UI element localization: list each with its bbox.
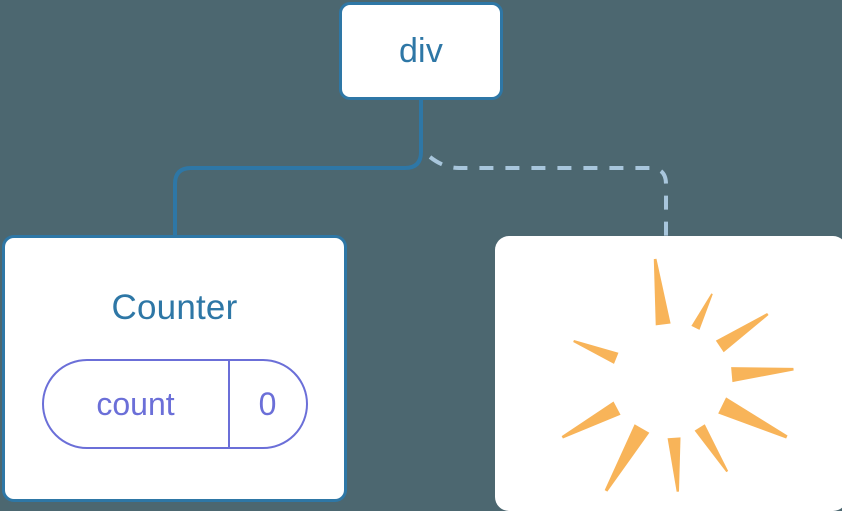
burst-ray-9: [561, 401, 621, 439]
burst-ray-3: [715, 312, 769, 353]
node-div-label: div: [398, 32, 444, 70]
burst-ray-1: [653, 258, 671, 326]
edge-root-to-counter: [173, 98, 423, 237]
edge-root-to-rerender: [428, 155, 668, 236]
state-pill-value: 0: [258, 386, 277, 422]
node-counter-label: Counter: [111, 288, 238, 327]
state-pill-divider: [227, 361, 230, 447]
burst-ray-8: [604, 424, 650, 492]
burst-ray-10: [573, 340, 619, 364]
burst-ray-4: [731, 367, 794, 383]
burst-ray-5: [718, 397, 788, 439]
burst-ray-6: [694, 424, 729, 473]
state-pill-count[interactable]: count 0: [41, 359, 308, 449]
node-rerender[interactable]: [495, 236, 842, 511]
node-div[interactable]: div: [339, 2, 503, 100]
state-pill-key: count: [96, 386, 175, 422]
sparkle-burst-icon: [561, 258, 794, 492]
burst-ray-7: [667, 437, 681, 492]
burst-ray-2: [691, 293, 713, 330]
node-counter[interactable]: Counter count 0: [2, 235, 347, 502]
